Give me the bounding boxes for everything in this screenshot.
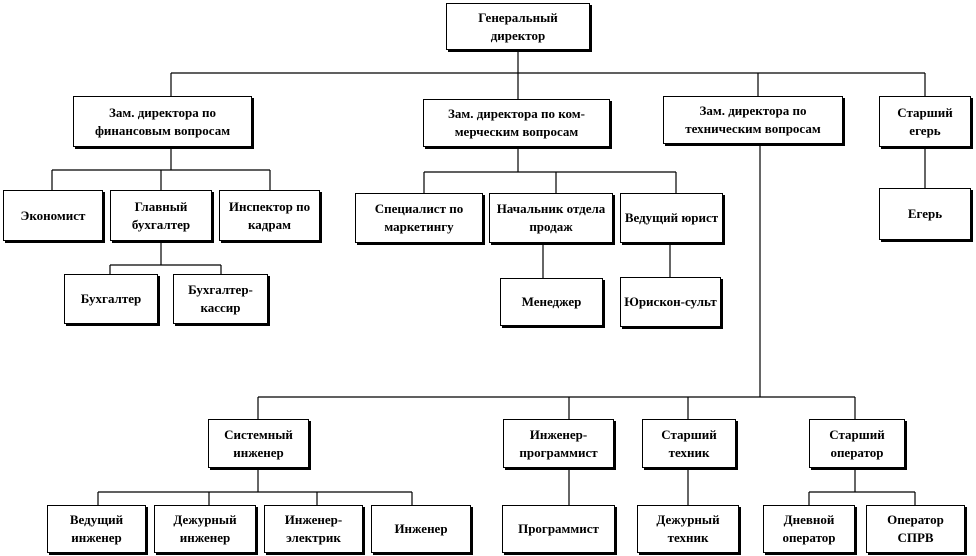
node-senior-huntsman: Старший егерь — [879, 96, 971, 147]
node-lead-engineer: Ведущий инженер — [47, 505, 146, 553]
node-senior-technician: Старший техник — [642, 419, 736, 468]
node-lead-lawyer: Ведущий юрист — [620, 193, 723, 243]
node-deputy-commercial: Зам. директора по ком-мерческим вопросам — [423, 99, 610, 147]
node-chief-accountant: Главный бухгалтер — [110, 190, 212, 241]
node-senior-operator: Старший оператор — [809, 419, 905, 468]
node-engineer: Инженер — [371, 505, 471, 553]
node-duty-engineer: Дежурный инженер — [154, 505, 256, 553]
node-sales-head: Начальник отдела продаж — [489, 193, 613, 243]
node-deputy-finance: Зам. директора по финансовым вопросам — [73, 96, 252, 147]
node-programmer: Программист — [502, 505, 615, 553]
node-hr-inspector: Инспектор по кадрам — [219, 190, 320, 241]
node-huntsman: Егерь — [879, 188, 971, 240]
node-day-operator: Дневной оператор — [763, 505, 855, 553]
node-electrical-engineer: Инженер-электрик — [264, 505, 363, 553]
node-economist: Экономист — [3, 190, 103, 241]
node-general-director: Генеральный директор — [446, 3, 590, 50]
node-manager: Менеджер — [500, 278, 603, 326]
node-accountant-cashier: Бухгалтер-кассир — [173, 274, 268, 324]
node-deputy-technical: Зам. директора по техническим вопросам — [663, 96, 843, 144]
node-accountant: Бухгалтер — [64, 274, 158, 324]
node-engineer-programmer: Инженер-программист — [503, 419, 614, 468]
node-sprv-operator: Оператор СПРВ — [866, 505, 965, 553]
node-duty-technician: Дежурный техник — [637, 505, 739, 553]
node-marketing-specialist: Специалист по маркетингу — [355, 193, 483, 243]
node-system-engineer: Системный инженер — [208, 419, 309, 468]
node-legal-counsel: Юрискон-сульт — [620, 277, 721, 327]
